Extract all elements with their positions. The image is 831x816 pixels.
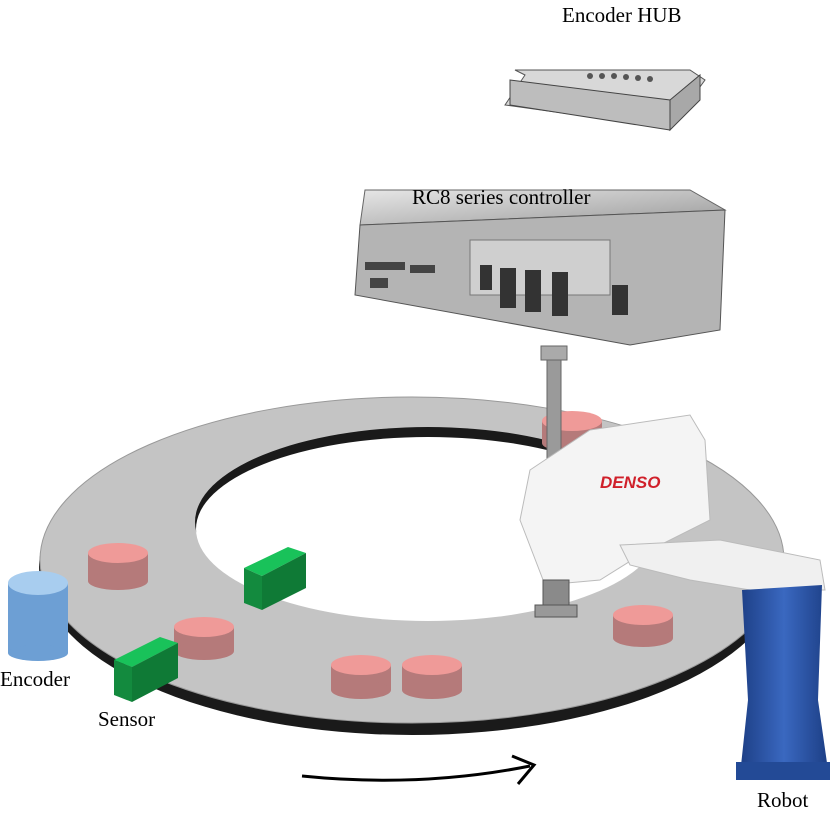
workpieces [88, 411, 673, 699]
workpiece [331, 655, 391, 699]
label-sensor: Sensor [98, 707, 156, 731]
scara-robot [519, 345, 830, 780]
workpiece [402, 655, 462, 699]
rotation-arrow [301, 754, 537, 785]
workpiece [88, 543, 148, 590]
encoder-cylinder [8, 571, 68, 661]
label-controller: RC8 series controller [412, 185, 591, 209]
label-encoder: Encoder [0, 667, 70, 691]
encoder-hub-device [504, 69, 706, 132]
workpiece [174, 617, 234, 660]
sensor-inner [244, 547, 306, 610]
denso-logo: DENSO [600, 473, 660, 492]
rc8-controller-device [354, 189, 727, 346]
label-robot: Robot [757, 788, 809, 812]
workpiece [613, 605, 673, 647]
label-encoder-hub: Encoder HUB [562, 3, 682, 27]
sensor-outer [114, 637, 178, 702]
